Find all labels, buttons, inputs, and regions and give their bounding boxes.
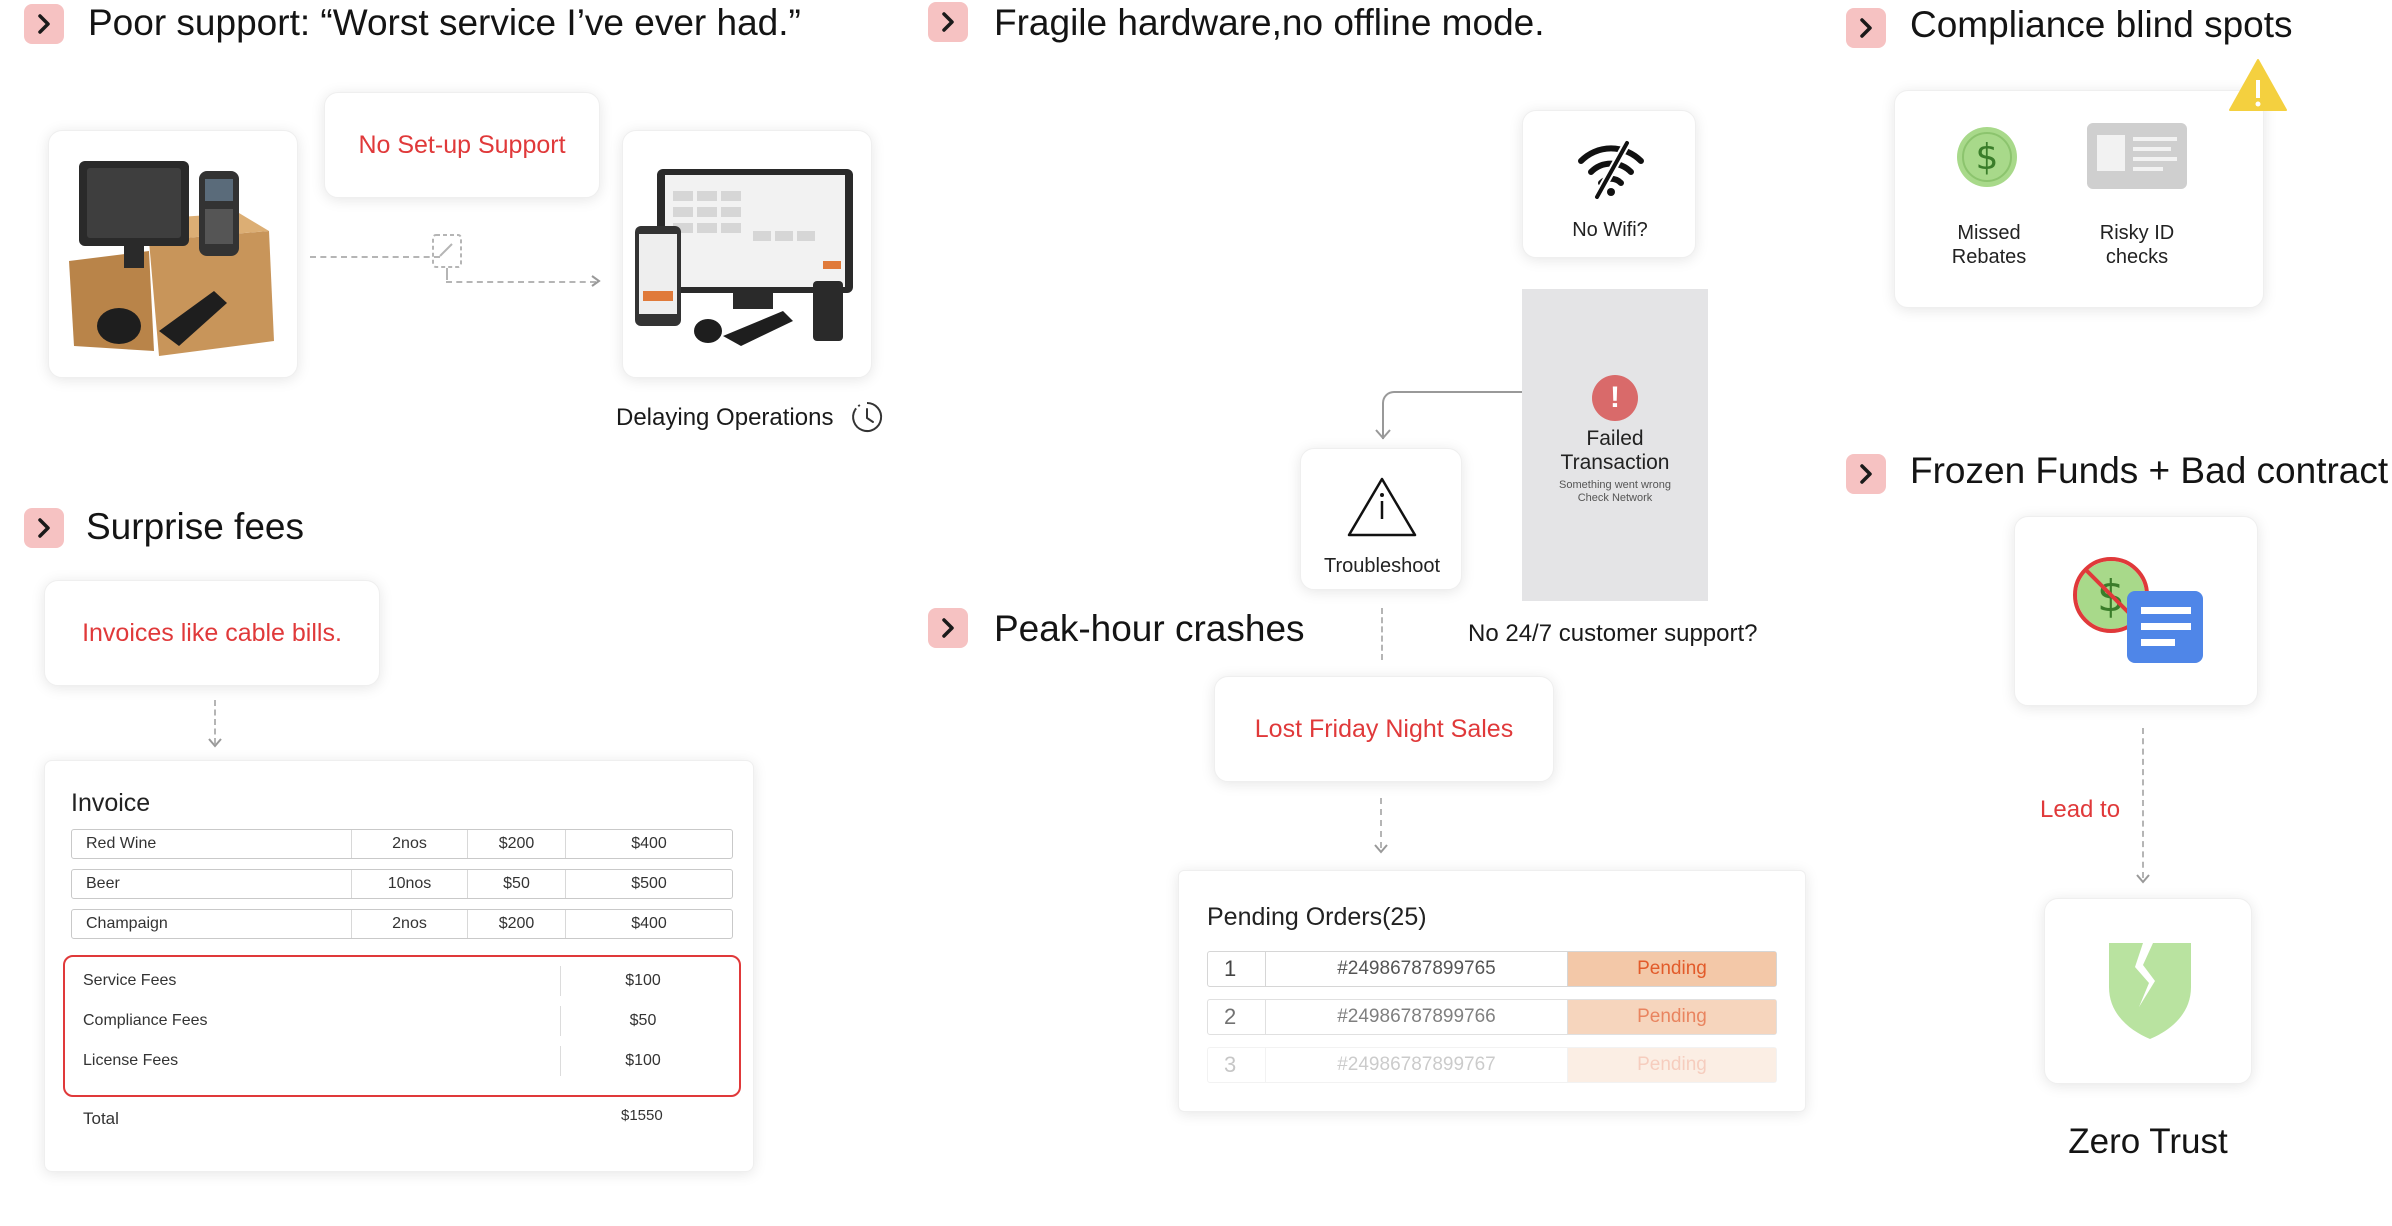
risky-id-checks-label: Risky ID checks [2099,222,2175,268]
connector-line [214,700,216,744]
section-title-fragile-hardware: Fragile hardware,no offline mode. [994,2,1545,43]
status-badge: Pending [1568,952,1776,986]
status-badge: Pending [1568,1000,1776,1034]
dollar-coin-icon: $ [1955,125,2019,194]
arrow-down-icon [2135,872,2151,890]
broken-link-icon [430,232,464,275]
invoice-title: Invoice [71,789,151,817]
table-row: Champaign 2nos $200 $400 [71,909,733,939]
zero-trust-label: Zero Trust [2068,1122,2228,1161]
section-title-frozen-funds: Frozen Funds + Bad contract [1910,450,2389,491]
warning-triangle-icon [1345,475,1419,544]
connector-line [2142,728,2144,878]
delaying-operations-caption: Delaying Operations [616,404,834,431]
arrow-down-icon [1374,428,1392,447]
fee-row: License Fees $100 [65,1041,725,1081]
connector-line [1380,798,1382,848]
missed-rebates-label: Missed Rebates [1951,222,2027,268]
pos-system-card [622,130,872,378]
id-card-icon [2085,121,2189,196]
failed-transaction-title: Failed Transaction [1560,427,1670,474]
chevron-right-icon [24,508,64,548]
compliance-card: $ Missed Rebates Risky ID checks [1894,90,2264,308]
invoices-callout: Invoices like cable bills. [44,580,380,686]
no-setup-support-callout: No Set-up Support [324,92,600,198]
chevron-right-icon [1846,8,1886,48]
hardware-boxes-card [48,130,298,378]
connector-line [310,256,440,258]
table-row[interactable]: 2 #24986787899766 Pending [1207,999,1777,1035]
connector-line [1382,391,1522,439]
fee-row: Service Fees $100 [65,961,725,1001]
zero-trust-card [2044,898,2252,1084]
no-wifi-label: No Wifi? [1572,219,1648,241]
table-row[interactable]: 3 #24986787899767 Pending [1207,1047,1777,1083]
arrow-down-icon [1373,842,1389,860]
arrow-down-icon [207,736,223,754]
error-icon: ! [1592,375,1638,421]
hidden-fees-box: Service Fees $100 Compliance Fees $50 Li… [63,955,741,1097]
failed-transaction-panel: ! Failed Transaction Something went wron… [1522,289,1708,601]
section-title-poor-support: Poor support: “Worst service I’ve ever h… [88,2,801,43]
troubleshoot-card[interactable]: Troubleshoot [1300,448,1462,590]
no-wifi-card: No Wifi? [1522,110,1696,258]
connector-line [1381,608,1383,660]
troubleshoot-label: Troubleshoot [1324,555,1440,577]
no-money-contract-icon: $ [2071,551,2207,676]
wifi-off-icon [1575,139,1647,204]
section-title-compliance: Compliance blind spots [1910,4,2293,45]
invoices-callout-text: Invoices like cable bills. [82,618,342,647]
invoice-card: Invoice Red Wine 2nos $200 $400 Beer 10n… [44,760,754,1172]
no-24-7-support-caption: No 24/7 customer support? [1468,620,1758,647]
pending-orders-title: Pending Orders(25) [1207,903,1427,931]
pending-orders-card: Pending Orders(25) 1 #24986787899765 Pen… [1178,870,1806,1112]
arrow-right-icon [590,274,604,293]
chevron-right-icon [928,608,968,648]
chevron-right-icon [928,2,968,42]
section-title-peak-hour: Peak-hour crashes [994,608,1305,649]
section-title-surprise-fees: Surprise fees [86,506,304,547]
chevron-right-icon [1846,454,1886,494]
table-row: Red Wine 2nos $200 $400 [71,829,733,859]
invoice-total-label: Total [83,1109,119,1128]
lost-sales-text: Lost Friday Night Sales [1254,714,1514,743]
frozen-funds-card: $ [2014,516,2258,706]
warning-icon [2228,58,2288,117]
pos-system-image [635,169,853,346]
invoice-total-value: $1550 [621,1107,663,1124]
fee-row: Compliance Fees $50 [65,1001,725,1041]
clock-icon [850,400,884,439]
table-row[interactable]: 1 #24986787899765 Pending [1207,951,1777,987]
broken-shield-icon [2105,937,2195,1046]
failed-transaction-subtitle: Something went wrong Check Network [1559,479,1671,504]
connector-line [446,268,448,280]
table-row: Beer 10nos $50 $500 [71,869,733,899]
no-setup-support-text: No Set-up Support [358,130,566,159]
svg-text:$: $ [1976,137,1999,178]
status-badge: Pending [1568,1048,1776,1082]
connector-line [446,281,596,283]
chevron-right-icon [24,4,64,44]
lead-to-label: Lead to [2040,796,2121,824]
hardware-boxes-image [69,161,274,356]
lost-sales-callout: Lost Friday Night Sales [1214,676,1554,782]
